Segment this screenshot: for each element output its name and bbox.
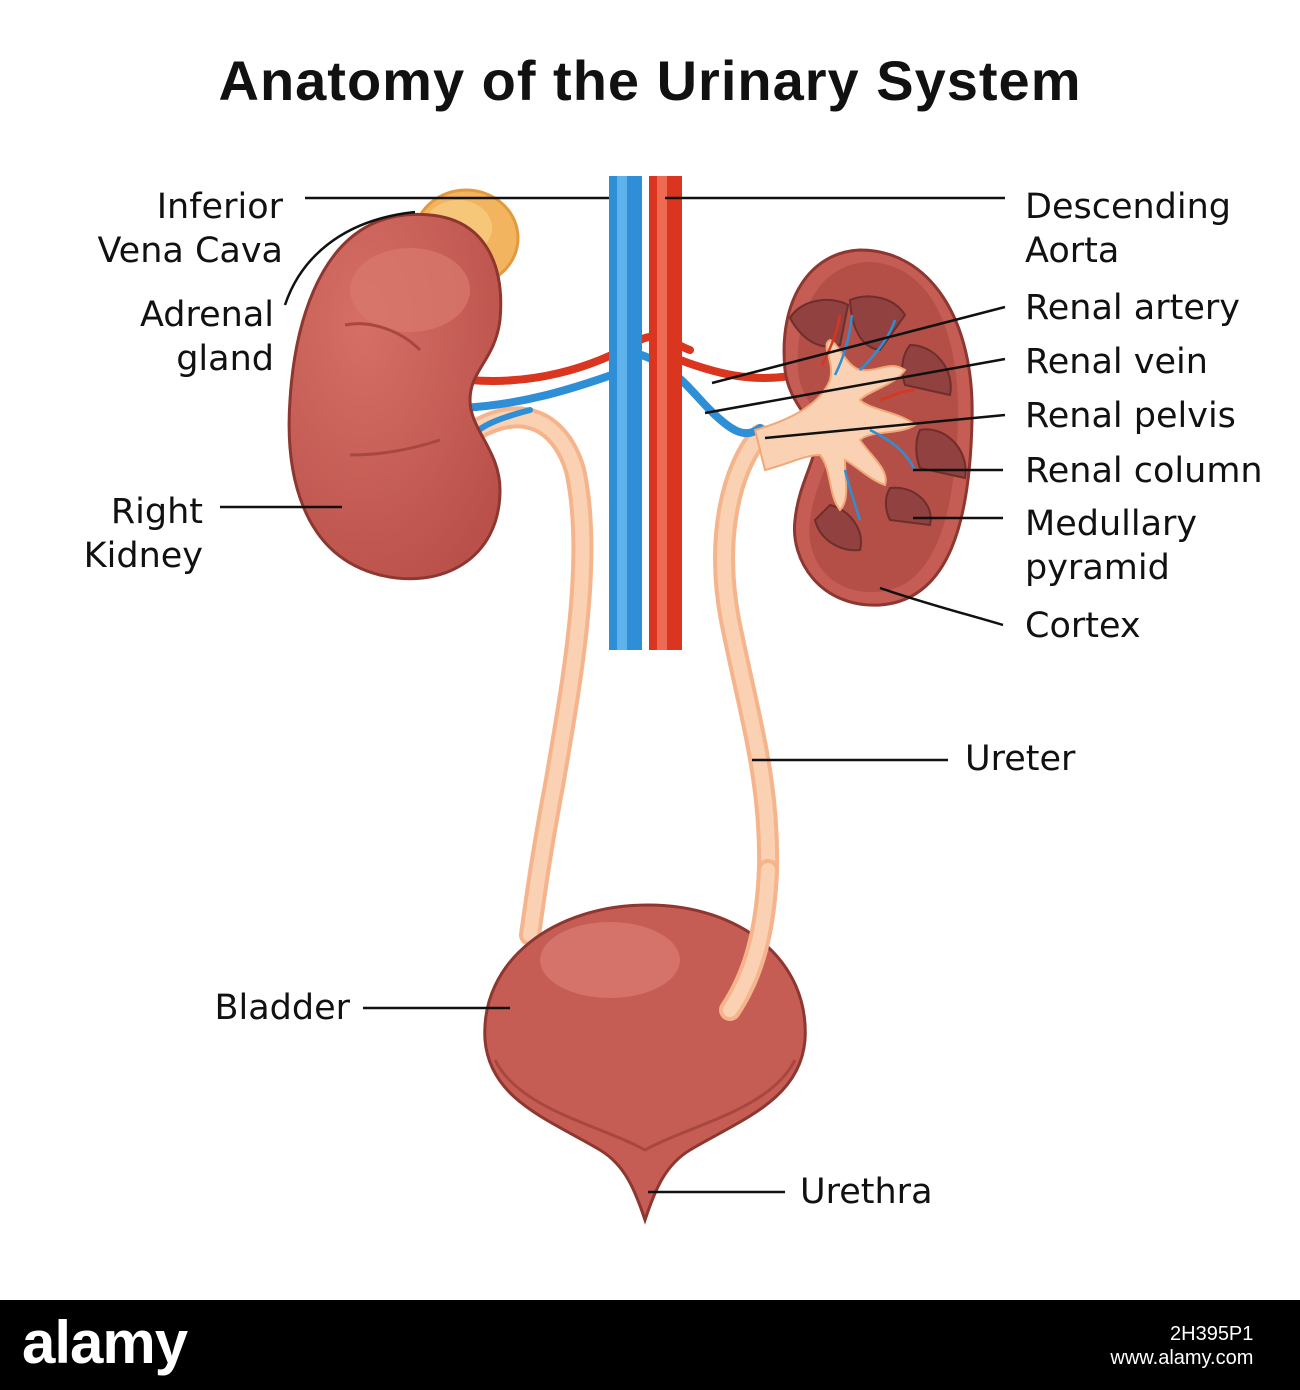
label-adrenal-gland: Adrenal gland [139,295,274,379]
leader-renal-artery [711,305,1006,385]
label-cortex: Cortex [1025,606,1141,646]
leader-cortex [879,586,1004,627]
label-renal-vein: Renal vein [1025,342,1208,382]
label-descending-aorta: Descending Aorta [1025,187,1232,271]
label-urethra: Urethra [800,1172,933,1212]
label-renal-column: Renal column [1025,451,1263,491]
label-ureter: Ureter [965,739,1076,779]
label-inferior-vena-cava: Inferior Vena Cava [97,187,283,271]
right-renal-vein [458,368,624,412]
label-renal-artery: Renal artery [1025,288,1240,328]
label-bladder: Bladder [214,988,350,1028]
leader-lines [220,196,1006,1194]
leader-renal-pelvis [764,413,1006,440]
alamy-logo: alamy [22,1309,188,1376]
diagram-title: Anatomy of the Urinary System [218,49,1082,112]
right-ureter-inner [461,410,590,942]
image-id: 2H395P1 [1170,1323,1254,1345]
leader-adrenal-gland [283,210,416,306]
urinary-system-illustration [220,176,1006,1225]
label-right-kidney: Right Kidney [83,492,203,576]
label-medullary-pyramid: Medullary pyramid [1025,504,1198,588]
image-id-block: 2H395P1 www.alamy.com [1110,1322,1254,1369]
medullary-pyramids [788,295,967,552]
site-url: www.alamy.com [1110,1347,1254,1369]
leader-renal-vein [704,357,1006,415]
stock-footer-bar: alamy 2H395P1 www.alamy.com [0,1300,1300,1390]
label-renal-pelvis: Renal pelvis [1025,396,1236,436]
